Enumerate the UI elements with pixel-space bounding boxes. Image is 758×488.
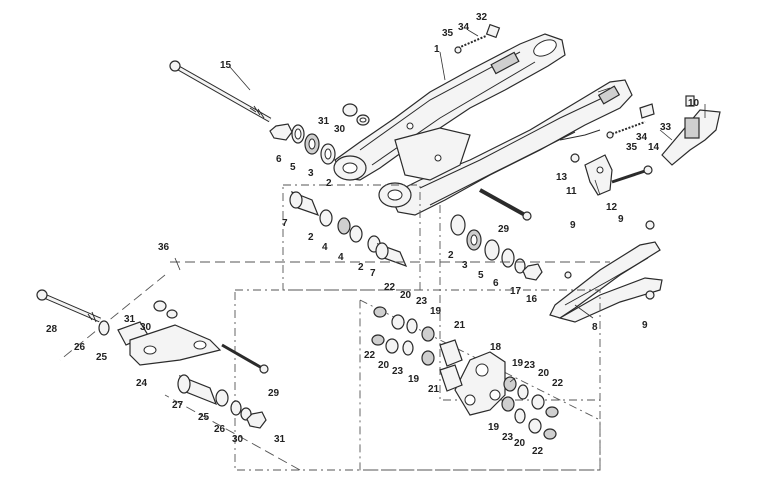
callout-20: 20 <box>400 290 412 301</box>
chain-slider <box>549 220 663 323</box>
callout-24: 24 <box>136 378 148 389</box>
spacer-set-right <box>450 214 543 281</box>
spacer-set-left <box>289 190 408 268</box>
callout-35: 35 <box>442 28 454 39</box>
callout-19: 19 <box>430 306 442 317</box>
callout-19: 19 <box>512 358 524 369</box>
bearing-stack-right <box>501 376 559 440</box>
callout-22: 22 <box>552 378 564 389</box>
callout-30: 30 <box>232 434 244 445</box>
callout-19: 19 <box>408 374 420 385</box>
callout-23: 23 <box>392 366 404 377</box>
callout-2: 2 <box>326 178 332 189</box>
callout-22: 22 <box>532 446 544 457</box>
callout-29: 29 <box>498 224 510 235</box>
callout-2: 2 <box>448 250 454 261</box>
callout-30: 30 <box>334 124 346 135</box>
callout-26: 26 <box>214 424 226 435</box>
pivot-axle <box>169 60 272 123</box>
callout-18: 18 <box>490 342 502 353</box>
callout-22: 22 <box>364 350 376 361</box>
callout-28: 28 <box>46 324 58 335</box>
callout-32: 32 <box>476 12 488 23</box>
callout-11: 11 <box>566 186 577 197</box>
callout-17: 17 <box>510 286 522 297</box>
callout-20: 20 <box>378 360 390 371</box>
pivot-hardware <box>269 103 370 165</box>
swingarm <box>333 33 633 216</box>
callout-30: 30 <box>140 322 152 333</box>
callout-4: 4 <box>338 252 344 263</box>
callout-36: 36 <box>158 242 170 253</box>
callout-7: 7 <box>282 218 288 229</box>
callout-15: 15 <box>220 60 232 71</box>
callout-3: 3 <box>308 168 314 179</box>
callout-33: 33 <box>660 122 672 133</box>
callout-9: 9 <box>642 320 648 331</box>
callout-7: 7 <box>370 268 376 279</box>
caliper-bracket <box>570 153 653 196</box>
callout-20: 20 <box>514 438 526 449</box>
callout-23: 23 <box>524 360 536 371</box>
callout-31: 31 <box>124 314 136 325</box>
callout-12: 12 <box>606 202 618 213</box>
callout-2: 2 <box>358 262 364 273</box>
callout-22: 22 <box>384 282 396 293</box>
callout-4: 4 <box>322 242 328 253</box>
callout-34: 34 <box>636 132 648 143</box>
callout-35: 35 <box>626 142 638 153</box>
callout-25: 25 <box>96 352 108 363</box>
group-outlines <box>59 184 610 471</box>
callout-27: 27 <box>172 400 184 411</box>
callout-6: 6 <box>493 278 499 289</box>
callout-19: 19 <box>488 422 500 433</box>
leader-lines <box>174 29 706 383</box>
callout-13: 13 <box>556 172 568 183</box>
callout-20: 20 <box>538 368 550 379</box>
bolt-upper <box>479 188 532 221</box>
callout-labels: 1 2 2 2 2 3 3 4 4 5 5 6 6 7 7 8 9 9 9 10… <box>46 12 700 457</box>
callout-16: 16 <box>526 294 538 305</box>
callout-29: 29 <box>268 388 280 399</box>
callout-9: 9 <box>570 220 576 231</box>
callout-3: 3 <box>462 260 468 271</box>
callout-34: 34 <box>458 22 470 33</box>
callout-5: 5 <box>290 162 296 173</box>
chain-adjuster <box>606 95 721 166</box>
rocker-arm <box>439 339 506 416</box>
callout-31: 31 <box>318 116 330 127</box>
callout-26: 26 <box>74 342 86 353</box>
callout-21: 21 <box>428 384 440 395</box>
callout-8: 8 <box>592 322 598 333</box>
callout-31: 31 <box>274 434 286 445</box>
linkage-assembly <box>36 289 269 429</box>
top-adjuster <box>454 23 501 54</box>
callout-9: 9 <box>618 214 624 225</box>
callout-25: 25 <box>198 412 210 423</box>
callout-6: 6 <box>276 154 282 165</box>
callout-14: 14 <box>648 142 660 153</box>
callout-23: 23 <box>502 432 514 443</box>
callout-10: 10 <box>688 98 700 109</box>
callout-1: 1 <box>434 44 440 55</box>
callout-5: 5 <box>478 270 484 281</box>
callout-21: 21 <box>454 320 466 331</box>
callout-2: 2 <box>308 232 314 243</box>
bearing-stack-left <box>371 306 435 366</box>
callout-23: 23 <box>416 296 428 307</box>
